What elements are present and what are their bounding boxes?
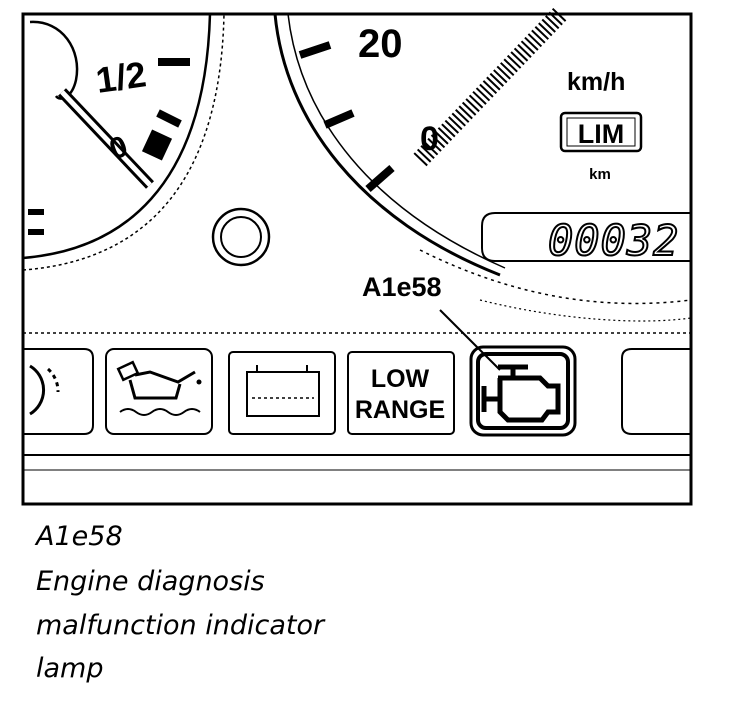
caption-code: A1e58	[36, 521, 123, 552]
speed-tick-3	[365, 164, 395, 193]
engine-icon	[481, 364, 561, 423]
odometer-reading: 00032	[548, 216, 679, 265]
speed-needle	[413, 7, 567, 167]
speed-label-0: 0	[420, 120, 439, 158]
low-range-label-line1: LOW	[371, 365, 430, 393]
lamp-battery-charge	[228, 351, 336, 435]
caption-line2: malfunction indicator	[36, 610, 325, 641]
circle-arc-icon	[29, 364, 46, 416]
battery-icon	[246, 365, 320, 417]
oil-can-icon	[116, 360, 202, 416]
odometer-unit-label: km	[589, 166, 611, 183]
lamp-oil-pressure	[105, 348, 213, 435]
limiter-indicator: LIM	[559, 111, 643, 153]
speedometer: 20 0	[273, 7, 692, 322]
low-range-label-line2: RANGE	[355, 396, 445, 424]
lamp-partial-left	[23, 348, 94, 435]
speed-tick-2	[323, 109, 355, 129]
warning-lamp-strip: LOW RANGE	[23, 332, 691, 471]
caption-line1: Engine diagnosis	[36, 566, 265, 597]
limiter-label: LIM	[578, 119, 625, 149]
speed-tick-1	[298, 41, 332, 59]
lamp-engine-malfunction	[469, 345, 577, 437]
lamp-partial-right	[621, 348, 691, 435]
fuel-half-label: 1/2	[93, 53, 148, 101]
odometer: 00032	[481, 212, 691, 266]
speed-unit-label: km/h	[567, 68, 625, 96]
caption-line3: lamp	[36, 653, 104, 684]
callout-leader-line	[439, 309, 501, 371]
lamp-low-range: LOW RANGE	[347, 351, 455, 435]
center-pivot	[211, 207, 271, 267]
fuel-zero-label: 0	[105, 130, 132, 167]
fuel-tick-block	[141, 129, 173, 161]
callout-label: A1e58	[362, 272, 442, 302]
fuel-gauge: 1/2 0	[22, 13, 225, 271]
panel-frame	[21, 12, 693, 506]
fuel-tick-mid	[156, 109, 182, 128]
speed-label-20: 20	[358, 22, 403, 66]
